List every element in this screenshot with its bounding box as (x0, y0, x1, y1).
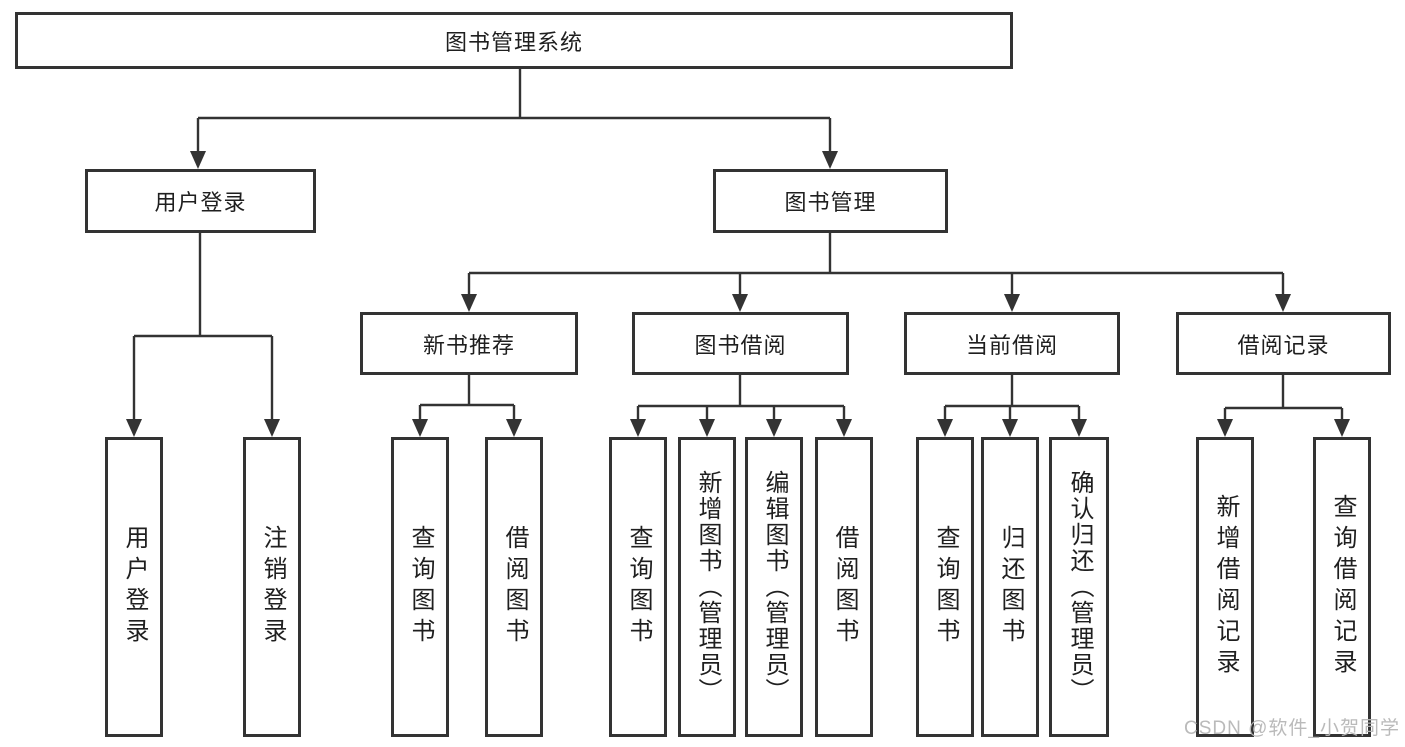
node-label: 新增图书（管理员） (694, 470, 721, 704)
leaf-borrow-borrow-book: 借阅图书 (815, 437, 873, 737)
node-label: 新增借阅记录 (1212, 494, 1239, 680)
node-label: 用户登录 (154, 190, 247, 215)
node-label: 查询图书 (407, 525, 434, 649)
node-borrow-records: 借阅记录 (1176, 312, 1391, 375)
leaf-user-login: 用户登录 (105, 437, 163, 737)
node-label: 借阅图书 (831, 525, 858, 649)
leaf-newbook-borrow-book: 借阅图书 (485, 437, 543, 737)
node-label: 借阅记录 (1237, 332, 1330, 358)
node-label: 图书管理 (784, 190, 877, 215)
node-label: 查询图书 (625, 525, 652, 649)
leaf-current-return-book: 归还图书 (981, 437, 1039, 737)
node-new-book-recommend: 新书推荐 (360, 312, 578, 375)
node-current-borrow: 当前借阅 (904, 312, 1120, 375)
leaf-borrow-edit-book-admin: 编辑图书（管理员） (745, 437, 803, 737)
arrowheads (126, 151, 1350, 437)
node-book-management: 图书管理 (713, 169, 948, 233)
connector-paths (132, 69, 1344, 421)
csdn-watermark: CSDN @软件_小贺同学 (1184, 718, 1400, 739)
node-label: 当前借阅 (965, 332, 1058, 358)
node-label: 注销登录 (259, 525, 286, 649)
node-label: 归还图书 (997, 525, 1024, 649)
node-book-borrow: 图书借阅 (632, 312, 849, 375)
node-root-library-system: 图书管理系统 (15, 12, 1013, 69)
node-label: 编辑图书（管理员） (761, 470, 788, 704)
node-label: 用户登录 (121, 525, 148, 649)
leaf-records-query-record: 查询借阅记录 (1313, 437, 1371, 737)
node-label: 图书借阅 (694, 332, 787, 358)
leaf-logout: 注销登录 (243, 437, 301, 737)
leaf-current-confirm-return-admin: 确认归还（管理员） (1049, 437, 1109, 737)
leaf-borrow-query-book: 查询图书 (609, 437, 667, 737)
node-label: 新书推荐 (422, 332, 515, 358)
node-label: 查询借阅记录 (1329, 494, 1356, 680)
leaf-newbook-query-book: 查询图书 (391, 437, 449, 737)
leaf-current-query-book: 查询图书 (916, 437, 974, 737)
node-label: 确认归还（管理员） (1066, 470, 1093, 704)
leaf-records-add-record: 新增借阅记录 (1196, 437, 1254, 737)
node-label: 查询图书 (932, 525, 959, 649)
leaf-borrow-add-book-admin: 新增图书（管理员） (678, 437, 736, 737)
node-user-login: 用户登录 (85, 169, 316, 233)
node-label: 图书管理系统 (444, 29, 583, 55)
node-label: 借阅图书 (501, 525, 528, 649)
